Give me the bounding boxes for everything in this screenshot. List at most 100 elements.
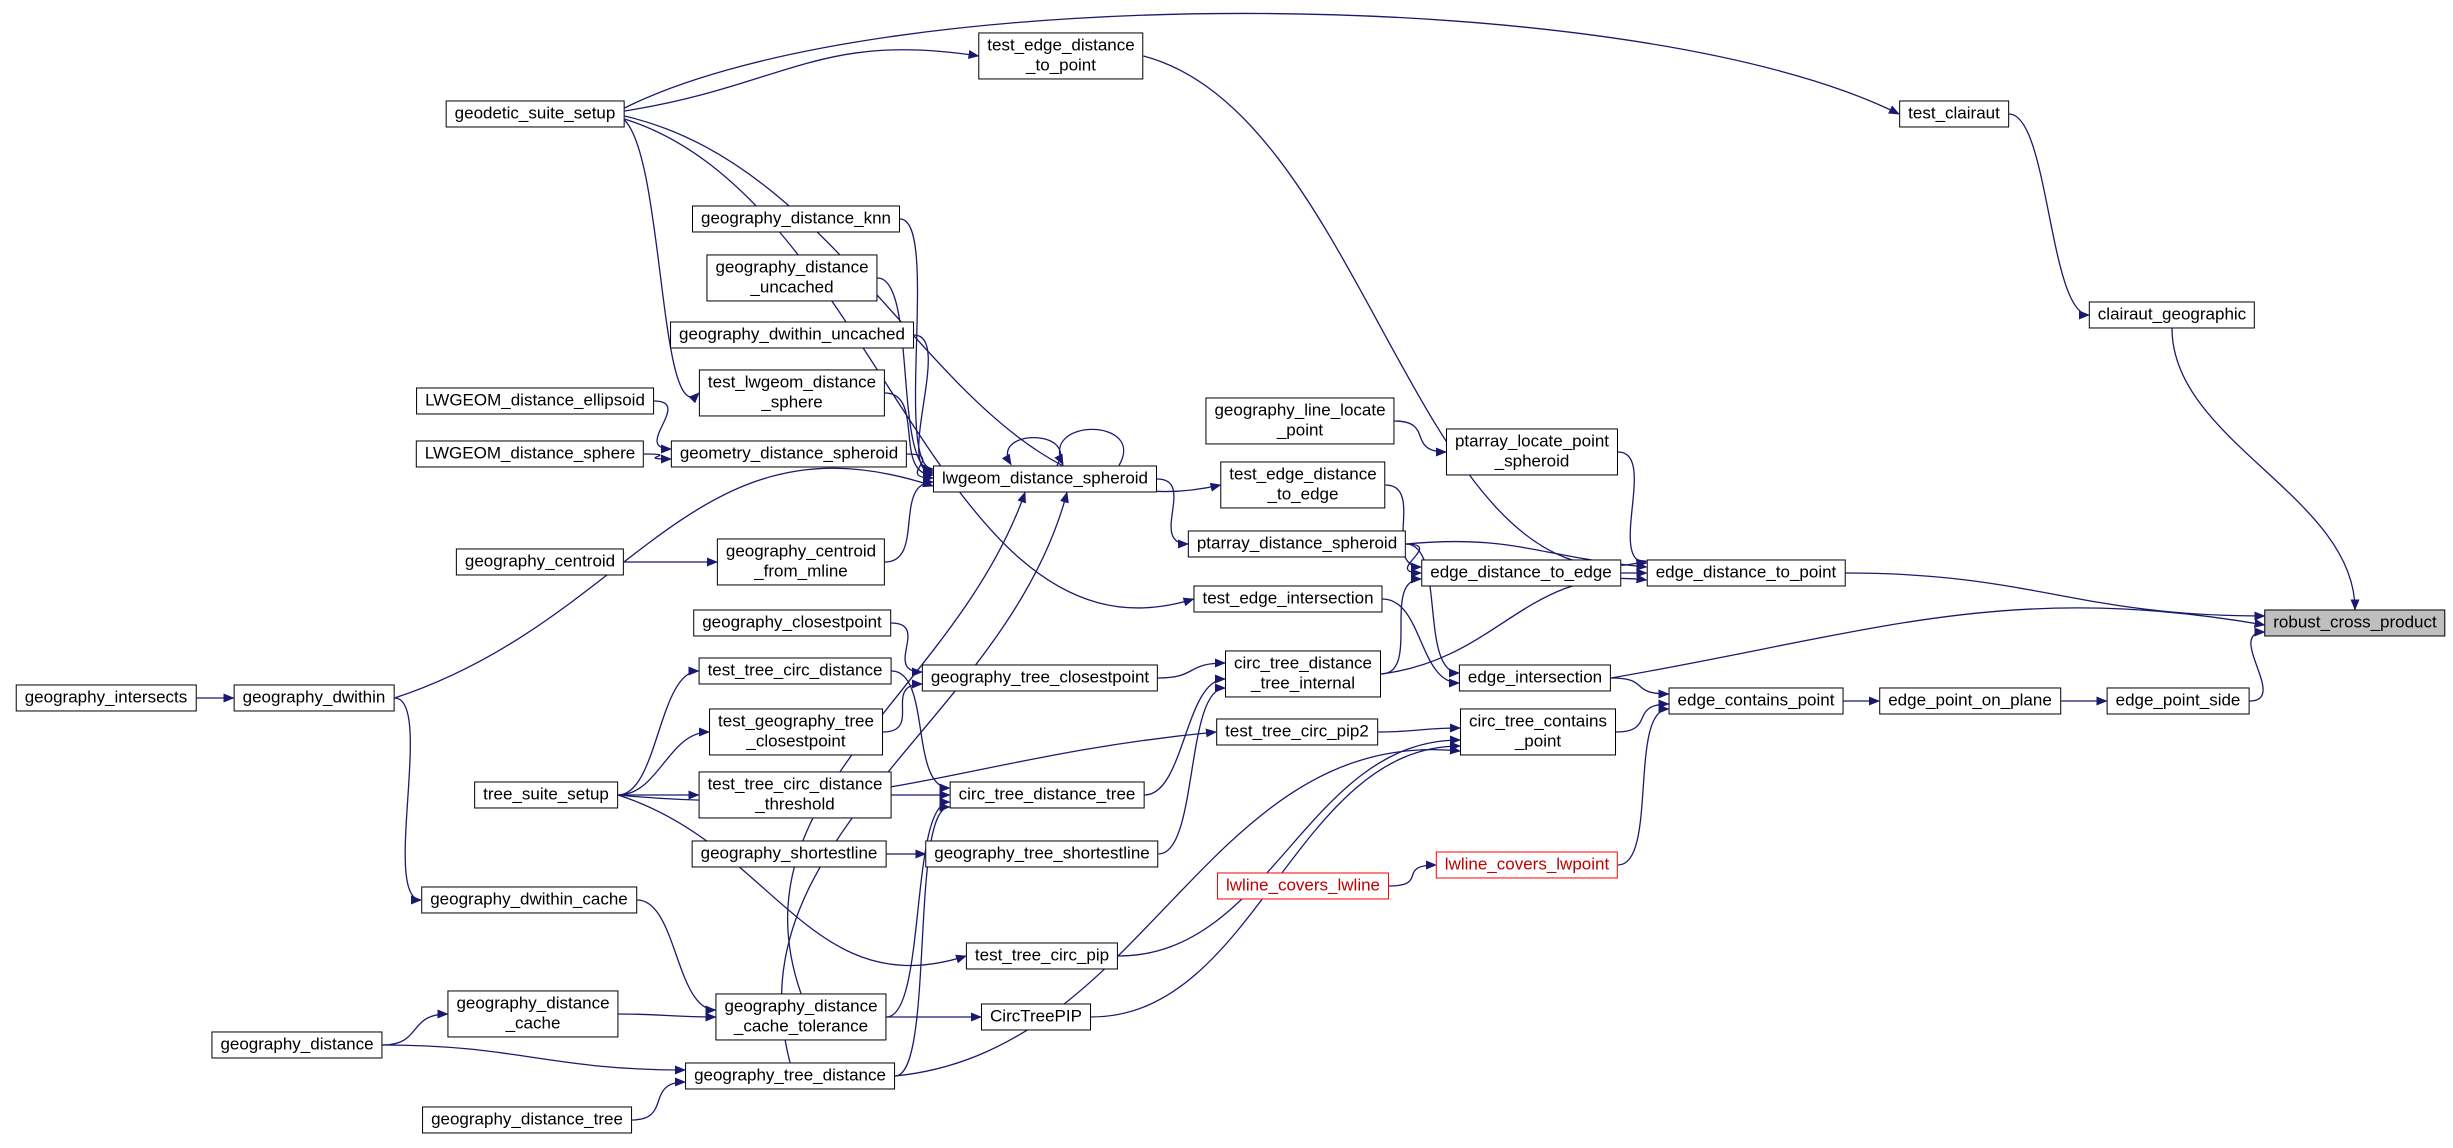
- graph-node-geography_intersects[interactable]: geography_intersects: [15, 684, 197, 712]
- call-edge-geography_tree_distance--circ_tree_distance_tree: [894, 802, 951, 1077]
- call-edge-circ_tree_distance_tree_internal--edge_distance_to_edge: [1380, 574, 1422, 675]
- call-edge-geodetic_suite_setup--test_edge_distance_to_edge: [624, 115, 1222, 493]
- graph-node-geography_dwithin[interactable]: geography_dwithin: [233, 684, 395, 712]
- call-edge-geography_distance--geography_tree_distance: [382, 1044, 686, 1075]
- call-edge-geodetic_suite_setup--test_lwgeom_distance_sphere: [624, 119, 700, 404]
- graph-node-lwline_covers_lwpoint[interactable]: lwline_covers_lwpoint: [1435, 851, 1619, 879]
- call-edge-geography_dwithin--geography_dwithin_cache: [394, 697, 422, 905]
- call-edge-geography_line_locate_point--ptarray_locate_point_spheroid: [1394, 420, 1447, 457]
- graph-node-geography_centroid_from_mline[interactable]: geography_centroid _from_mline: [716, 538, 886, 586]
- call-edge-tree_suite_setup--test_tree_circ_distance: [617, 666, 700, 796]
- call-edge-geography_centroid_from_mline--lwgeom_distance_spheroid: [884, 477, 934, 563]
- graph-node-test_tree_circ_pip[interactable]: test_tree_circ_pip: [965, 942, 1119, 970]
- graph-node-tree_suite_setup[interactable]: tree_suite_setup: [474, 781, 618, 809]
- call-edge-geography_tree_distance--circ_tree_contains_point: [894, 745, 1461, 1077]
- graph-node-geography_distance_tree[interactable]: geography_distance_tree: [422, 1106, 632, 1134]
- call-edge-test_lwgeom_distance_sphere--lwgeom_distance_spheroid: [884, 392, 934, 480]
- graph-node-geography_distance_uncached[interactable]: geography_distance _uncached: [706, 254, 878, 302]
- graph-node-geography_dwithin_cache[interactable]: geography_dwithin_cache: [421, 886, 637, 914]
- graph-node-test_edge_distance_to_edge[interactable]: test_edge_distance _to_edge: [1220, 461, 1386, 509]
- call-edge-test_edge_intersection--edge_intersection: [1382, 598, 1460, 688]
- call-edge-geography_distance--geography_distance_cache: [382, 1009, 449, 1046]
- graph-node-ptarray_locate_point_spheroid[interactable]: ptarray_locate_point _spheroid: [1445, 428, 1619, 476]
- graph-node-test_edge_intersection[interactable]: test_edge_intersection: [1193, 585, 1383, 613]
- call-edge-edge_point_side--robust_cross_product: [2249, 627, 2266, 702]
- call-edge-lwgeom_distance_spheroid--ptarray_distance_spheroid: [1156, 478, 1189, 549]
- graph-node-geography_tree_distance[interactable]: geography_tree_distance: [685, 1062, 895, 1090]
- call-edge-clairaut_geographic--robust_cross_product: [2171, 328, 2360, 611]
- graph-node-geography_distance_cache_tolerance[interactable]: geography_distance _cache_tolerance: [715, 993, 887, 1041]
- graph-node-edge_contains_point[interactable]: edge_contains_point: [1668, 687, 1844, 715]
- call-edge-LWGEOM_distance_sphere--geometry_distance_spheroid: [643, 453, 672, 464]
- call-edge-geography_tree_shortestline--circ_tree_distance_tree_internal: [1158, 683, 1226, 855]
- graph-node-test_geography_tree_closestpoint[interactable]: test_geography_tree _closestpoint: [709, 708, 883, 756]
- graph-node-LWGEOM_distance_sphere[interactable]: LWGEOM_distance_sphere: [415, 440, 645, 468]
- graph-node-geography_centroid[interactable]: geography_centroid: [455, 548, 625, 576]
- graph-node-ptarray_distance_spheroid[interactable]: ptarray_distance_spheroid: [1187, 530, 1407, 558]
- call-edge-geography_distance_tree--geography_tree_distance: [631, 1077, 686, 1121]
- graph-node-geography_distance[interactable]: geography_distance: [211, 1031, 383, 1059]
- graph-node-test_tree_circ_pip2[interactable]: test_tree_circ_pip2: [1216, 718, 1378, 746]
- graph-node-lwgeom_distance_spheroid[interactable]: lwgeom_distance_spheroid: [932, 465, 1158, 493]
- graph-node-geography_distance_cache[interactable]: geography_distance _cache: [447, 990, 619, 1038]
- graph-node-test_clairaut[interactable]: test_clairaut: [1899, 100, 2009, 128]
- call-edge-ptarray_locate_point_spheroid--edge_distance_to_point: [1617, 451, 1648, 568]
- call-edge-test_geography_tree_closestpoint--geography_tree_closestpoint: [882, 679, 923, 733]
- call-edge-geography_tree_closestpoint--circ_tree_distance_tree_internal: [1157, 658, 1226, 679]
- call-edge-circ_tree_contains_point--edge_contains_point: [1615, 699, 1670, 733]
- graph-node-geography_shortestline[interactable]: geography_shortestline: [691, 840, 887, 868]
- call-edge-circ_tree_distance_tree_internal--edge_distance_to_point: [1380, 574, 1648, 675]
- graph-node-geography_closestpoint[interactable]: geography_closestpoint: [693, 609, 891, 637]
- call-edge-tree_suite_setup--test_geography_tree_closestpoint: [617, 727, 710, 796]
- call-edge-tree_suite_setup--test_tree_circ_pip: [617, 794, 967, 967]
- call-edge-edge_distance_to_point--robust_cross_product: [1845, 572, 2266, 621]
- call-edge-ptarray_distance_spheroid--edge_distance_to_edge: [1405, 543, 1422, 578]
- graph-node-clairaut_geographic[interactable]: clairaut_geographic: [2088, 301, 2256, 329]
- call-edge-geography_closestpoint--geography_tree_closestpoint: [890, 622, 923, 677]
- call-edge-test_tree_circ_distance--circ_tree_distance_tree: [891, 670, 951, 793]
- graph-node-geography_tree_closestpoint[interactable]: geography_tree_closestpoint: [921, 664, 1159, 692]
- graph-node-test_lwgeom_distance_sphere[interactable]: test_lwgeom_distance _sphere: [698, 369, 886, 417]
- graph-node-circ_tree_distance_tree[interactable]: circ_tree_distance_tree: [949, 781, 1145, 809]
- call-edge-lwline_covers_lwpoint--edge_contains_point: [1617, 704, 1670, 866]
- graph-node-test_tree_circ_distance_threshold[interactable]: test_tree_circ_distance _threshold: [698, 771, 892, 819]
- graph-node-edge_point_side[interactable]: edge_point_side: [2106, 687, 2250, 715]
- call-edge-lwgeom_distance_spheroid--lwgeom_distance_spheroid: [1001, 436, 1061, 466]
- graph-node-circ_tree_contains_point[interactable]: circ_tree_contains _point: [1460, 708, 1616, 756]
- graph-node-geography_line_locate_point[interactable]: geography_line_locate _point: [1205, 397, 1395, 445]
- graph-node-geometry_distance_spheroid[interactable]: geometry_distance_spheroid: [670, 440, 908, 468]
- graph-node-robust_cross_product: robust_cross_product: [2264, 609, 2446, 637]
- call-edge-geodetic_suite_setup--test_edge_distance_to_point: [624, 49, 980, 112]
- call-edge-geodetic_suite_setup--test_clairaut: [624, 12, 1900, 115]
- graph-node-geography_tree_shortestline[interactable]: geography_tree_shortestline: [925, 840, 1159, 868]
- graph-node-lwline_covers_lwline[interactable]: lwline_covers_lwline: [1216, 872, 1390, 900]
- call-edge-lwline_covers_lwline--lwline_covers_lwpoint: [1388, 860, 1437, 887]
- call-edge-geography_dwithin_uncached--lwgeom_distance_spheroid: [913, 334, 934, 478]
- graph-node-edge_point_on_plane[interactable]: edge_point_on_plane: [1879, 687, 2061, 715]
- call-edge-LWGEOM_distance_ellipsoid--geometry_distance_spheroid: [653, 400, 672, 454]
- graph-node-edge_distance_to_edge[interactable]: edge_distance_to_edge: [1421, 559, 1621, 587]
- call-edge-test_tree_circ_pip2--circ_tree_contains_point: [1377, 723, 1461, 733]
- call-edge-geography_dwithin_cache--geography_distance_cache_tolerance: [636, 899, 717, 1015]
- graph-node-test_tree_circ_distance[interactable]: test_tree_circ_distance: [698, 657, 892, 685]
- call-edge-geography_distance_cache_tolerance--circ_tree_distance_tree: [886, 797, 951, 1018]
- graph-node-circ_tree_distance_tree_internal[interactable]: circ_tree_distance _tree_internal: [1225, 650, 1381, 698]
- call-edge-lwgeom_distance_spheroid--lwgeom_distance_spheroid: [1054, 428, 1125, 466]
- graph-node-test_edge_distance_to_point[interactable]: test_edge_distance _to_point: [978, 32, 1144, 80]
- call-edge-geodetic_suite_setup--test_edge_intersection: [624, 118, 1195, 609]
- call-edge-geometry_distance_spheroid--lwgeom_distance_spheroid: [906, 453, 934, 483]
- call-edge-ptarray_distance_spheroid--edge_intersection: [1405, 543, 1460, 678]
- call-edge-geography_dwithin--lwgeom_distance_spheroid: [394, 467, 934, 699]
- call-edge-circ_tree_distance_tree--circ_tree_distance_tree_internal: [1144, 674, 1226, 796]
- graph-node-LWGEOM_distance_ellipsoid[interactable]: LWGEOM_distance_ellipsoid: [416, 387, 654, 415]
- graph-node-geodetic_suite_setup[interactable]: geodetic_suite_setup: [445, 100, 625, 128]
- graph-node-geography_distance_knn[interactable]: geography_distance_knn: [692, 205, 900, 233]
- call-edge-geography_distance_cache--geography_distance_cache_tolerance: [618, 1012, 717, 1022]
- graph-node-edge_intersection[interactable]: edge_intersection: [1458, 664, 1612, 692]
- graph-node-geography_dwithin_uncached[interactable]: geography_dwithin_uncached: [670, 321, 914, 349]
- graph-node-edge_distance_to_point[interactable]: edge_distance_to_point: [1646, 559, 1846, 587]
- call-edge-edge_intersection--robust_cross_product: [1610, 607, 2266, 679]
- graph-node-CircTreePIP[interactable]: CircTreePIP: [981, 1003, 1091, 1031]
